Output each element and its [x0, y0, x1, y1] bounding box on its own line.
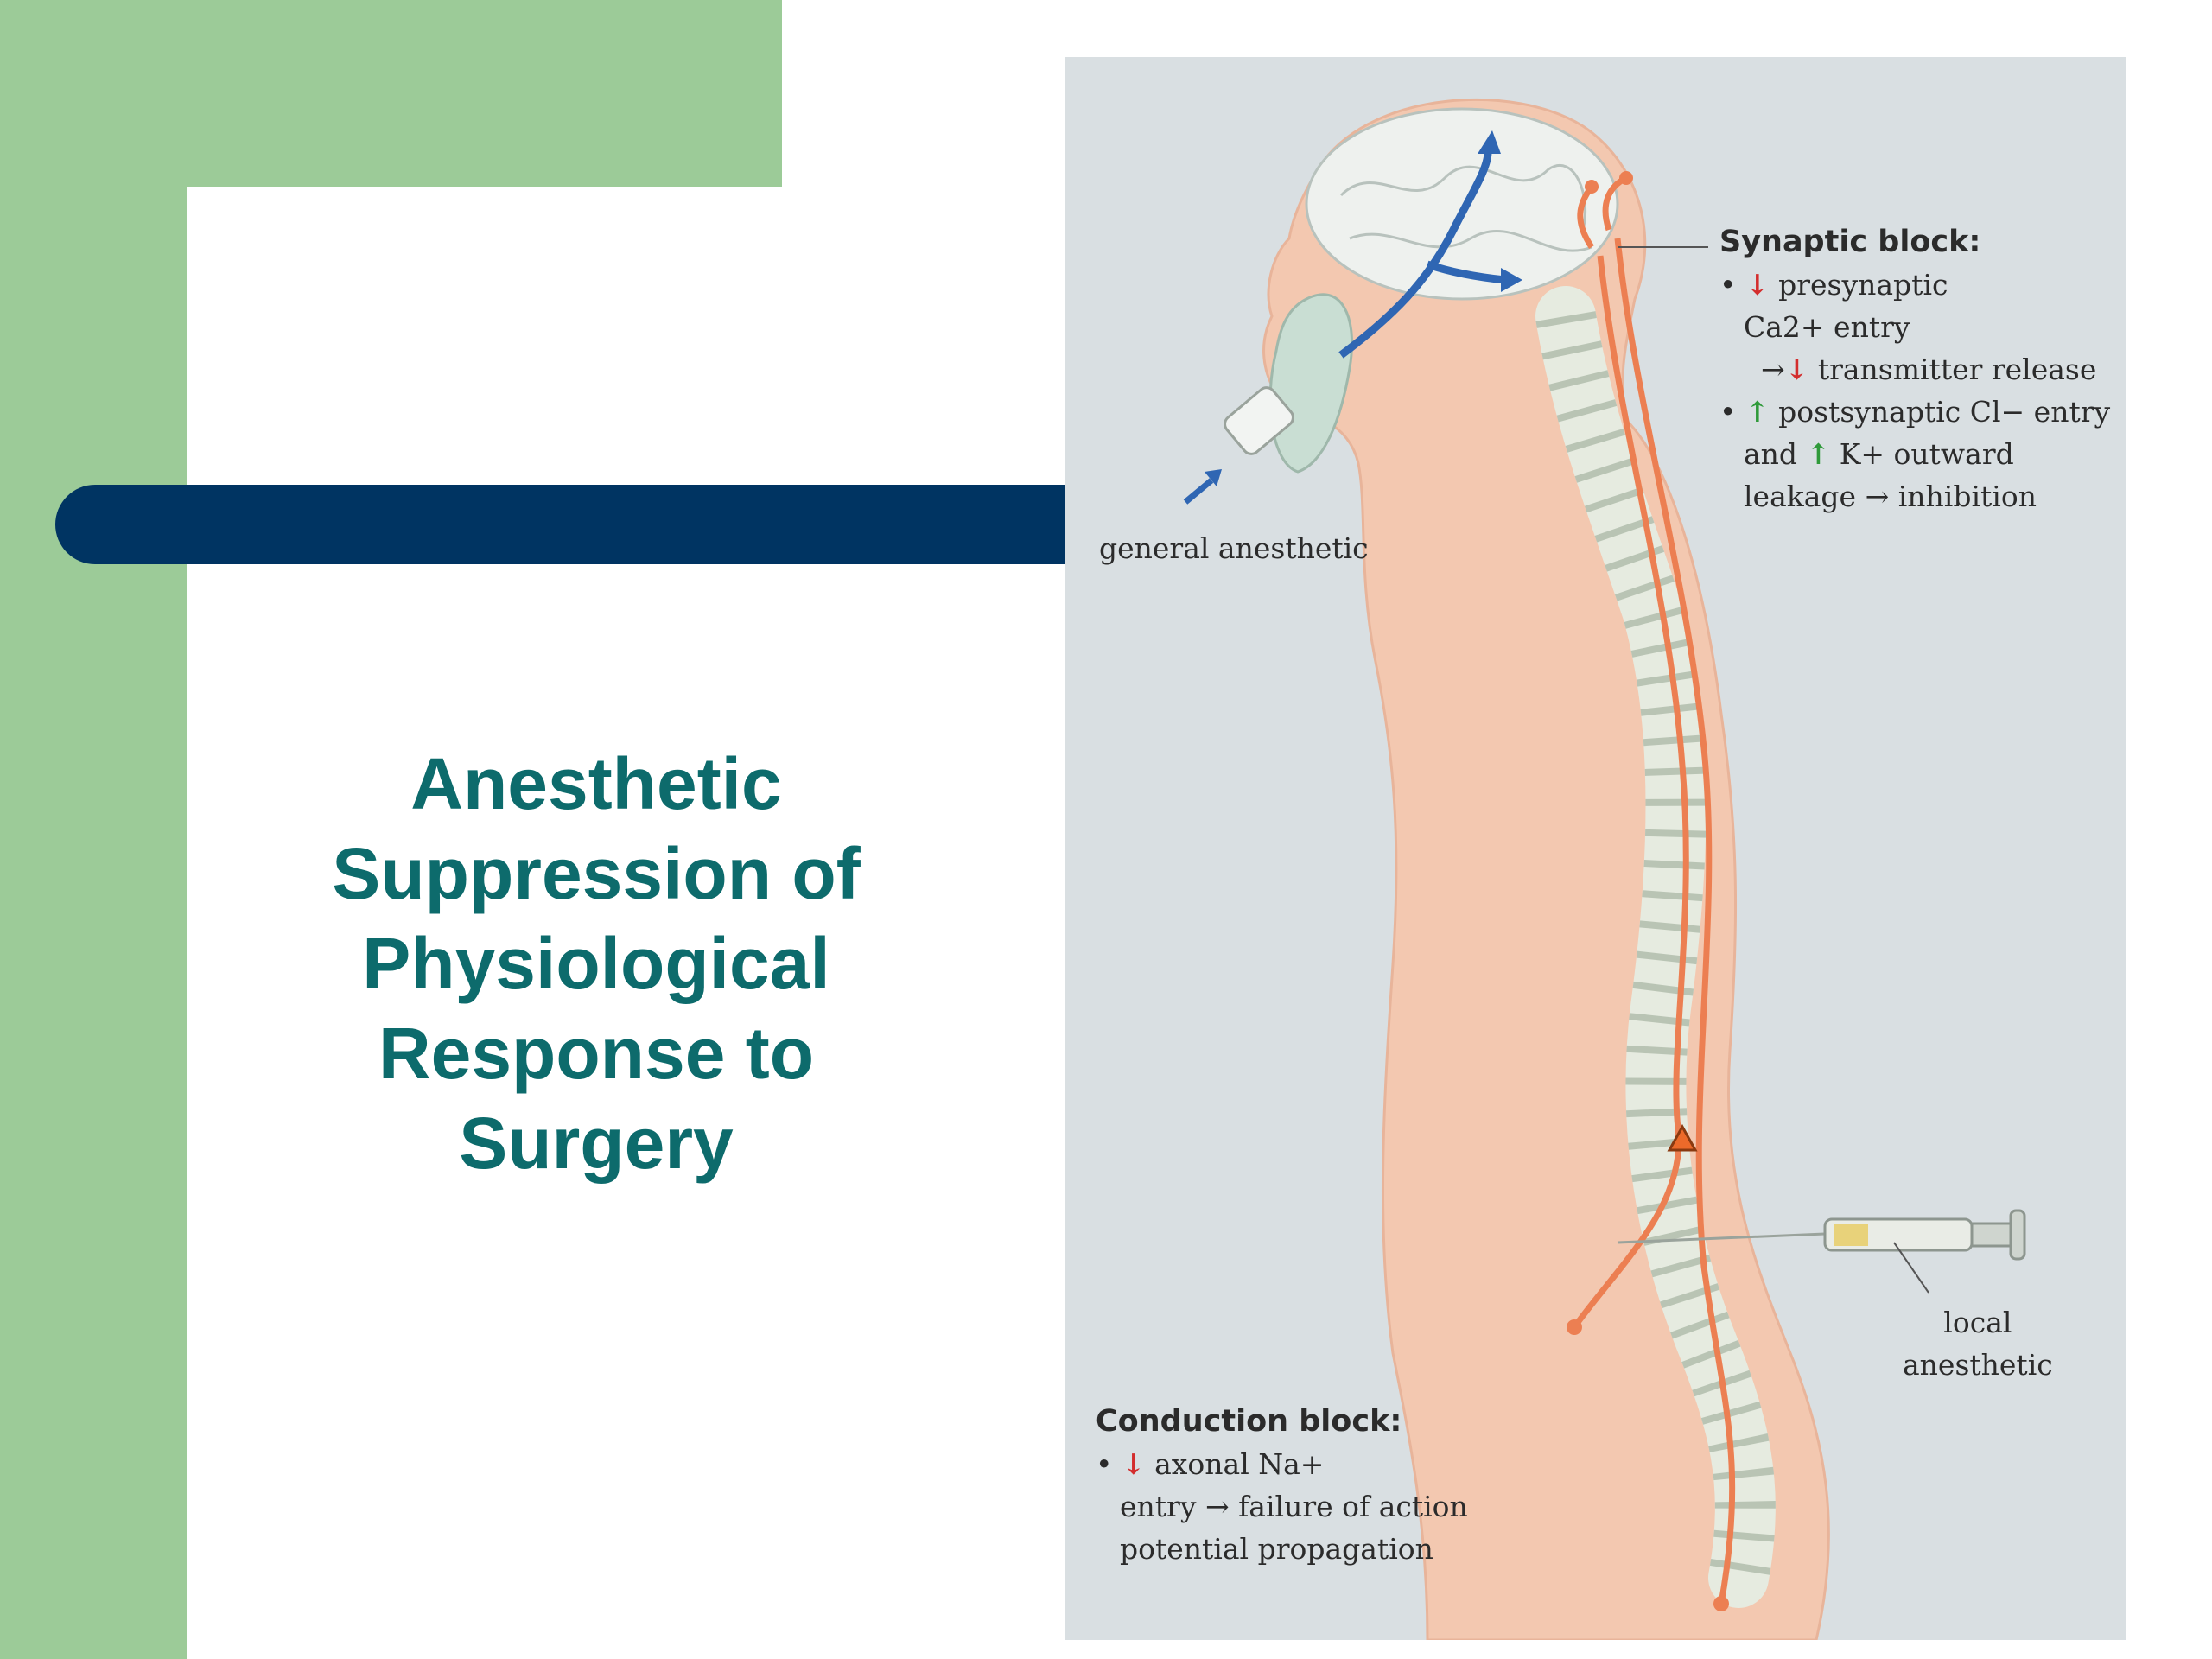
nerve-ending-2 — [1713, 1596, 1729, 1611]
nerve-pathway-1 — [1614, 238, 1736, 1605]
nerve-ending-1 — [1567, 1319, 1582, 1335]
conduction-block-annotation: Conduction block: • ↓ axonal Na+ entry →… — [1096, 1401, 1468, 1570]
synaptic-block-annotation: Synaptic block: • ↓ presynaptic Ca2+ ent… — [1719, 221, 2110, 518]
decrease-arrow-icon: ↓ — [1745, 268, 1770, 302]
anatomy-drawing — [1183, 98, 2026, 1640]
nerve-pathway-2 — [1572, 255, 1689, 1330]
anesthesia-mask-icon — [1224, 293, 1354, 474]
navy-divider-bar — [55, 485, 1075, 564]
general-anesthetic-label: general anesthetic — [1099, 531, 1369, 565]
conduction-block-heading: Conduction block: — [1096, 1404, 1402, 1439]
synaptic-block-heading: Synaptic block: — [1719, 225, 1981, 259]
gas-flow-arrow-icon — [1338, 151, 1492, 359]
slide-title: Anesthetic Suppression of Physiological … — [332, 743, 861, 1184]
anesthesia-illustration: general anesthetic Synaptic block: • ↓ p… — [1065, 57, 2126, 1640]
increase-arrow-icon: ↑ — [1745, 395, 1770, 429]
inhale-arrow-icon — [1183, 478, 1214, 505]
block-marker-icon — [1667, 1123, 1698, 1152]
green-left-band — [0, 0, 187, 1659]
decrease-arrow-icon: ↓ — [1121, 1447, 1146, 1481]
increase-arrow-icon: ↑ — [1806, 437, 1831, 471]
brain — [1305, 107, 1619, 301]
syringe-icon — [1617, 1209, 2026, 1261]
decrease-arrow-icon: ↓ — [1784, 353, 1809, 386]
local-anesthetic-label: local anesthetic — [1903, 1306, 2053, 1382]
